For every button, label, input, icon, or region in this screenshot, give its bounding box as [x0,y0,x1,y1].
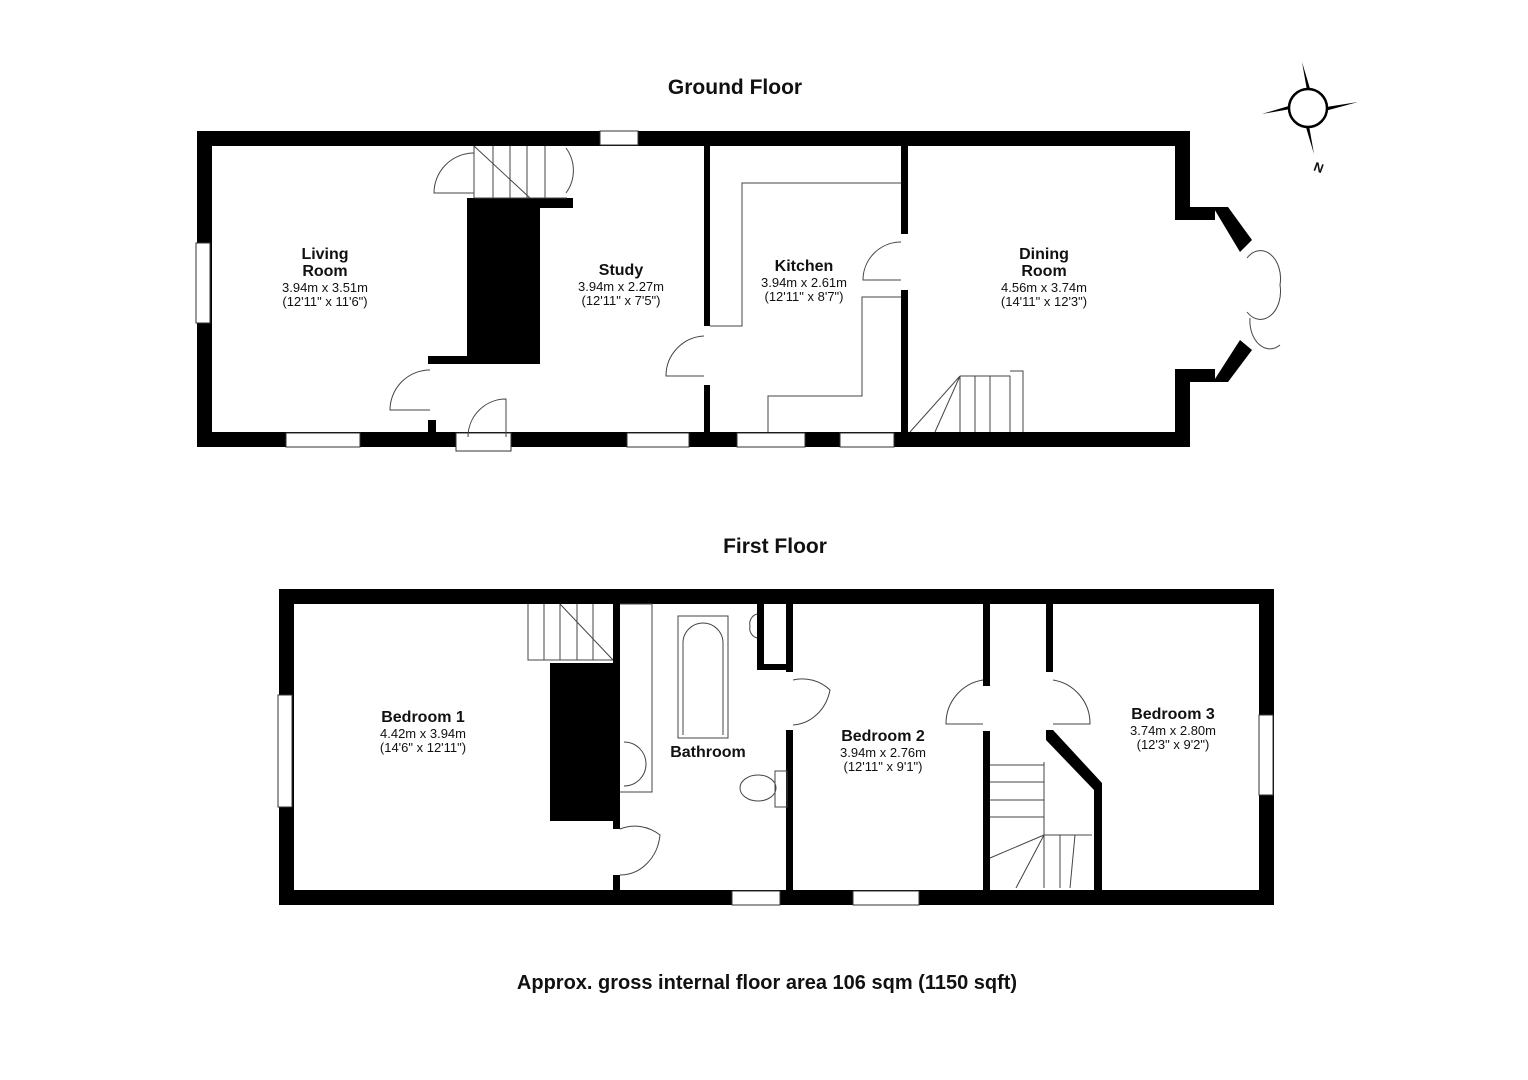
room-label-bedroom-1: Bedroom 1 4.42m x 3.94m (14'6" x 12'11") [379,709,467,756]
ground-floor-title: Ground Floor [667,76,803,99]
first-floor-plan [279,589,1274,905]
first-floor-title: First Floor [723,535,827,558]
room-label-bedroom-3: Bedroom 3 3.74m x 2.80m (12'3" x 9'2") [1130,706,1216,753]
room-label-kitchen: Kitchen 3.94m x 2.61m (12'11" x 8'7") [761,258,847,305]
room-label-dining-room: Dining Room 4.56m x 3.74m (14'11" x 12'3… [1000,246,1088,309]
room-label-living-room: Living Room 3.94m x 3.51m (12'11" x 11'6… [282,246,368,309]
room-label-bathroom: Bathroom [670,744,746,761]
floor-area-caption: Approx. gross internal floor area 106 sq… [516,972,1018,994]
compass-rose-icon [1262,62,1358,154]
room-label-study: Study 3.94m x 2.27m (12'11" x 7'5") [578,262,664,309]
room-label-bedroom-2: Bedroom 2 3.94m x 2.76m (12'11" x 9'1") [840,728,926,775]
